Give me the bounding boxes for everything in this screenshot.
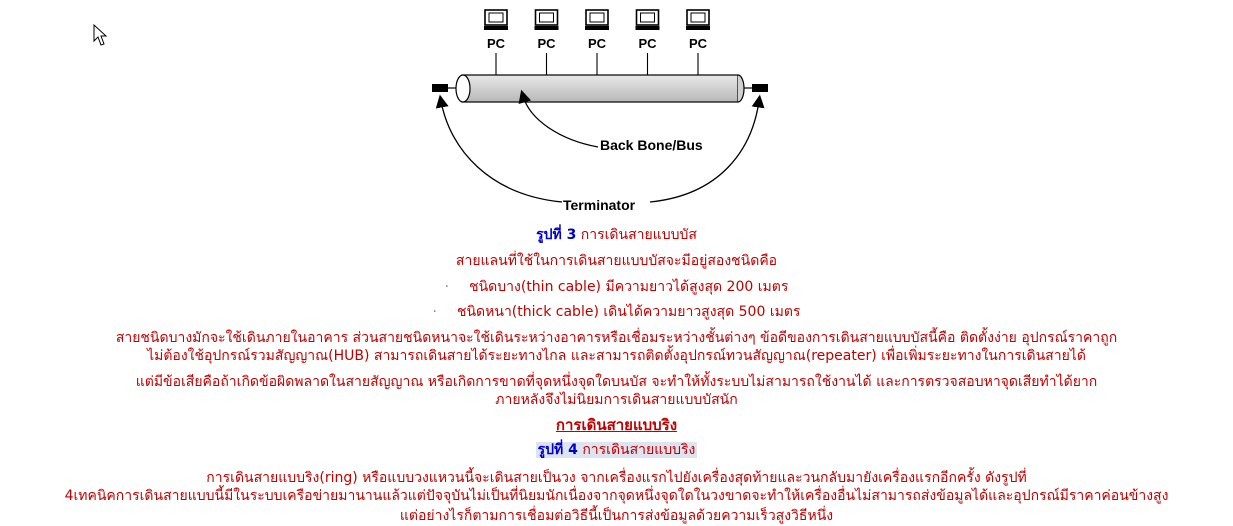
- pc-label: PC: [689, 36, 708, 51]
- figure4-text: การเดินสายแบบริง: [582, 442, 696, 458]
- bus-topology-diagram: PC PC PC PC PC Back Bone/Bus Terminator: [432, 9, 768, 213]
- backbone-cable: [448, 74, 752, 103]
- pc-2: PC: [534, 9, 559, 89]
- terminator-arrow-right: [649, 94, 765, 203]
- thin-cable-text: ชนิดบาง(thin cable) มีความยาวได้สูงสุด 2…: [445, 279, 789, 295]
- para2-line2: ภายหลังจึงไม่นิยมการเดินสายแบบบัสนัก: [495, 392, 738, 408]
- cable-intro: สายแลนที่ใช้ในการเดินสายแบบบัสจะมีอยู่สอ…: [455, 253, 778, 269]
- computer-icon: [534, 9, 559, 30]
- para1-line1: สายชนิดบางมักจะใช้เดินภายในอาคาร ส่วนสาย…: [115, 330, 1118, 346]
- figure3-caption: รูปที่ 3 การเดินสายแบบบัส: [0, 226, 1233, 244]
- pc-group: PC PC PC PC PC: [484, 9, 710, 89]
- pc-5: PC: [686, 9, 710, 89]
- thin-cable-item: ชนิดบาง(thin cable) มีความยาวได้สูงสุด 2…: [0, 278, 1233, 296]
- computer-icon: [635, 9, 660, 30]
- computer-icon: [686, 9, 710, 30]
- figure4-number: รูปที่ 4: [537, 442, 578, 458]
- terminator-right: [752, 84, 768, 92]
- thick-cable-item: ชนิดหนา(thick cable) เดินได้ความยาวสูงสุ…: [0, 303, 1233, 321]
- para2-line1: แต่มีข้อเสียคือถ้าเกิดข้อผิดพลาดในสายสัญ…: [135, 374, 1098, 390]
- figure4-caption: รูปที่ 4 การเดินสายแบบริง: [0, 441, 1233, 459]
- computer-icon: [585, 9, 609, 30]
- pc-label: PC: [537, 36, 556, 51]
- pc-1: PC: [484, 9, 508, 89]
- ring-heading: การเดินสายแบบริง: [555, 416, 678, 434]
- ring-line1: การเดินสายแบบริง(ring) หรือแบบวงแหวนนี้จ…: [206, 470, 1027, 486]
- computer-icon: [484, 9, 508, 30]
- mouse-cursor-icon: [93, 24, 108, 46]
- pc-label: PC: [588, 36, 607, 51]
- terminator-label: Terminator: [563, 197, 636, 213]
- bus-label: Back Bone/Bus: [600, 137, 703, 153]
- pc-label: PC: [487, 36, 506, 51]
- terminator-arrow-left: [435, 94, 563, 203]
- figure3-number: รูปที่ 3: [536, 227, 577, 243]
- ring-heading-row: การเดินสายแบบริง: [0, 416, 1233, 435]
- terminator-left: [432, 84, 448, 92]
- pc-4: PC: [635, 9, 660, 89]
- ring-line3: แต่อย่างไรก็ตามการเชื่อมต่อวิธีนี้เป็นกา…: [399, 508, 834, 524]
- bus-arrow: [518, 89, 599, 148]
- figure3-text: การเดินสายแบบบัส: [580, 227, 697, 243]
- pc-label: PC: [638, 36, 657, 51]
- para1-line2: ไม่ต้องใช้อุปกรณ์รวมสัญญาณ(HUB) สามารถเด…: [147, 348, 1086, 364]
- ring-line2: 4เทคนิคการเดินสายแบบนี้มีในระบบเครือข่าย…: [64, 488, 1169, 504]
- thick-cable-text: ชนิดหนา(thick cable) เดินได้ความยาวสูงสุ…: [433, 304, 801, 320]
